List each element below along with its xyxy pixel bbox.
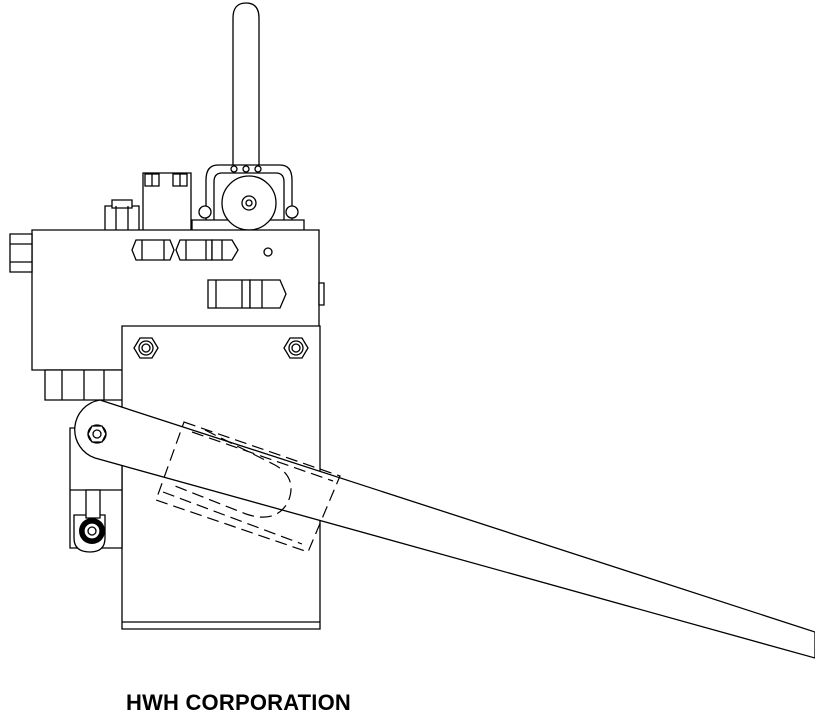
side-fitting	[10, 234, 32, 272]
cartridge-valve	[143, 173, 191, 232]
vertical-handle	[233, 3, 259, 165]
lower-link-bolt	[79, 518, 105, 544]
company-label: HWH CORPORATION	[126, 690, 352, 715]
hose-fitting-lower	[208, 280, 286, 308]
hex-plug	[105, 200, 139, 232]
pump-lever	[75, 400, 815, 658]
hose-fitting-upper	[132, 240, 238, 260]
mounting-nut-right	[284, 338, 308, 358]
lever-pivot-nut	[88, 425, 106, 443]
pivot-hub	[222, 176, 276, 230]
mounting-nut-left	[134, 338, 158, 358]
handle-bracket	[192, 165, 304, 232]
lower-hex-fitting	[45, 370, 123, 400]
hidden-piston-outline	[156, 422, 340, 552]
